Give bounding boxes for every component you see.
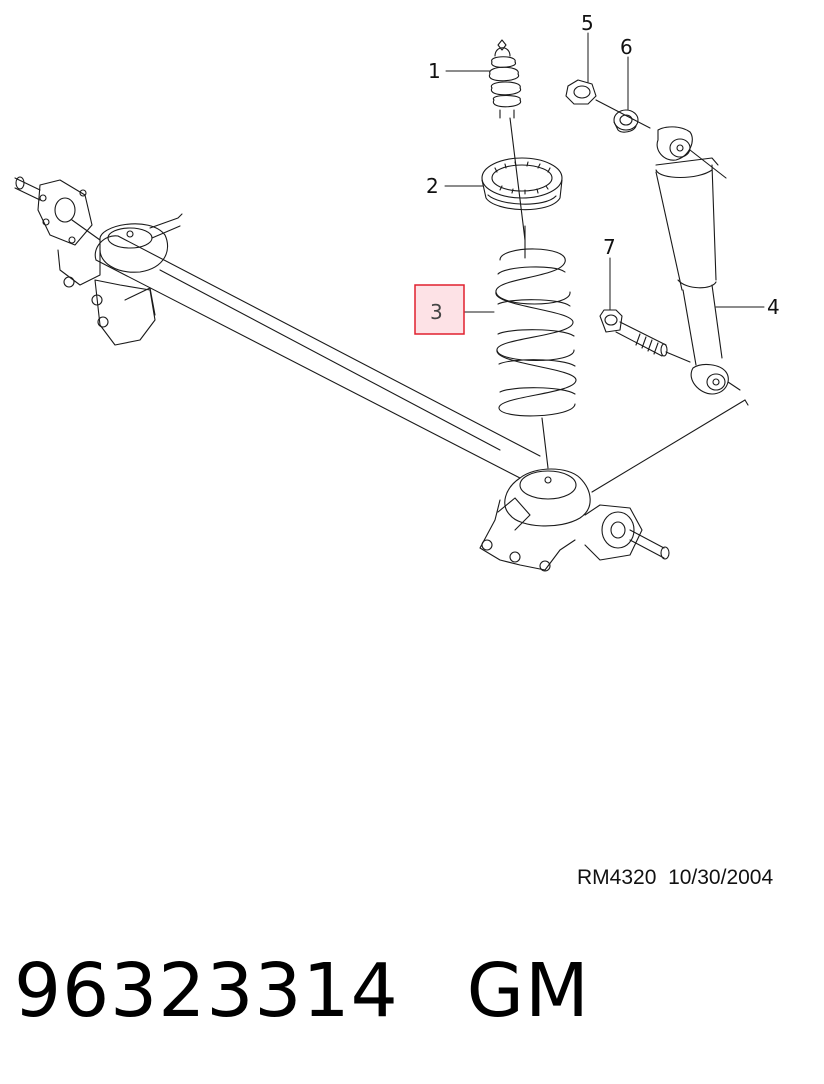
callout-4: 4 (767, 295, 780, 319)
part-brand: GM (466, 948, 590, 1034)
coil-spring (495, 225, 577, 469)
callout-7: 7 (603, 235, 616, 259)
bolt (599, 309, 691, 363)
callout-5: 5 (581, 11, 594, 35)
reference-code: RM4320 (577, 866, 657, 889)
diagram-reference: RM4320 10/30/2004 (577, 866, 773, 890)
leader-lines (444, 32, 765, 313)
rear-suspension-diagram: 1 2 3 4 5 6 7 (14, 11, 780, 572)
callout-3: 3 (430, 300, 443, 324)
washer (613, 109, 639, 133)
highlight-box (414, 284, 465, 335)
callout-1: 1 (428, 59, 441, 83)
part-info: 96323314 GM (14, 948, 590, 1034)
rear-axle-beam (14, 176, 749, 572)
reference-date: 10/30/2004 (668, 866, 774, 889)
bump-stop (489, 39, 526, 241)
part-number: 96323314 (14, 948, 399, 1034)
callout-2: 2 (426, 174, 439, 198)
spring-seat (481, 157, 563, 211)
nut (565, 79, 651, 129)
shock-absorber (655, 126, 741, 395)
callout-6: 6 (620, 35, 633, 59)
